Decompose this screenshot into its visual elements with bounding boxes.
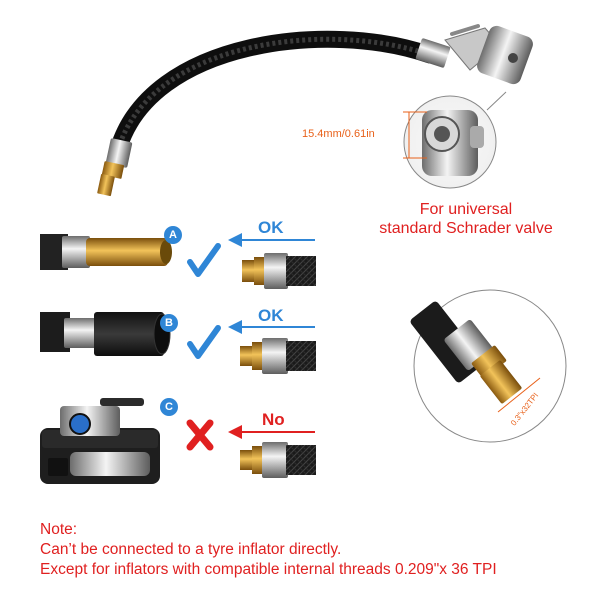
check-b-icon: [187, 325, 221, 359]
status-c: No: [262, 410, 285, 429]
status-b: OK: [258, 306, 284, 325]
cross-c-icon: [186, 419, 214, 451]
valve-opening-closeup: [403, 91, 507, 189]
valve-caption-line1: For universal: [419, 201, 513, 218]
note-line1: Can’t be connected to a tyre inflator di…: [40, 541, 342, 558]
dimension-label: 15.4mm/0.61in: [302, 128, 375, 140]
badge-b: B: [160, 314, 178, 332]
check-a-icon: [187, 243, 221, 277]
row-c-illustration: [40, 398, 316, 484]
badge-a: A: [164, 226, 182, 244]
thread-closeup: [410, 289, 567, 443]
arrow-a-icon: [228, 233, 315, 247]
note-line2: Except for inflators with compatible int…: [40, 561, 497, 578]
arrow-b-icon: [228, 320, 315, 334]
note: Note: Can’t be connected to a tyre infla…: [40, 520, 590, 580]
status-a: OK: [258, 218, 284, 237]
arrow-c-icon: [228, 425, 315, 439]
hose-threaded-end: [97, 138, 133, 197]
row-a-illustration: [40, 234, 316, 289]
chuck-head: [415, 24, 533, 85]
valve-caption: For universal standard Schrader valve: [356, 200, 576, 238]
extension-hose: [109, 30, 439, 159]
note-heading: Note:: [40, 521, 78, 538]
valve-caption-line2: standard Schrader valve: [379, 220, 553, 237]
badge-c: C: [160, 398, 178, 416]
